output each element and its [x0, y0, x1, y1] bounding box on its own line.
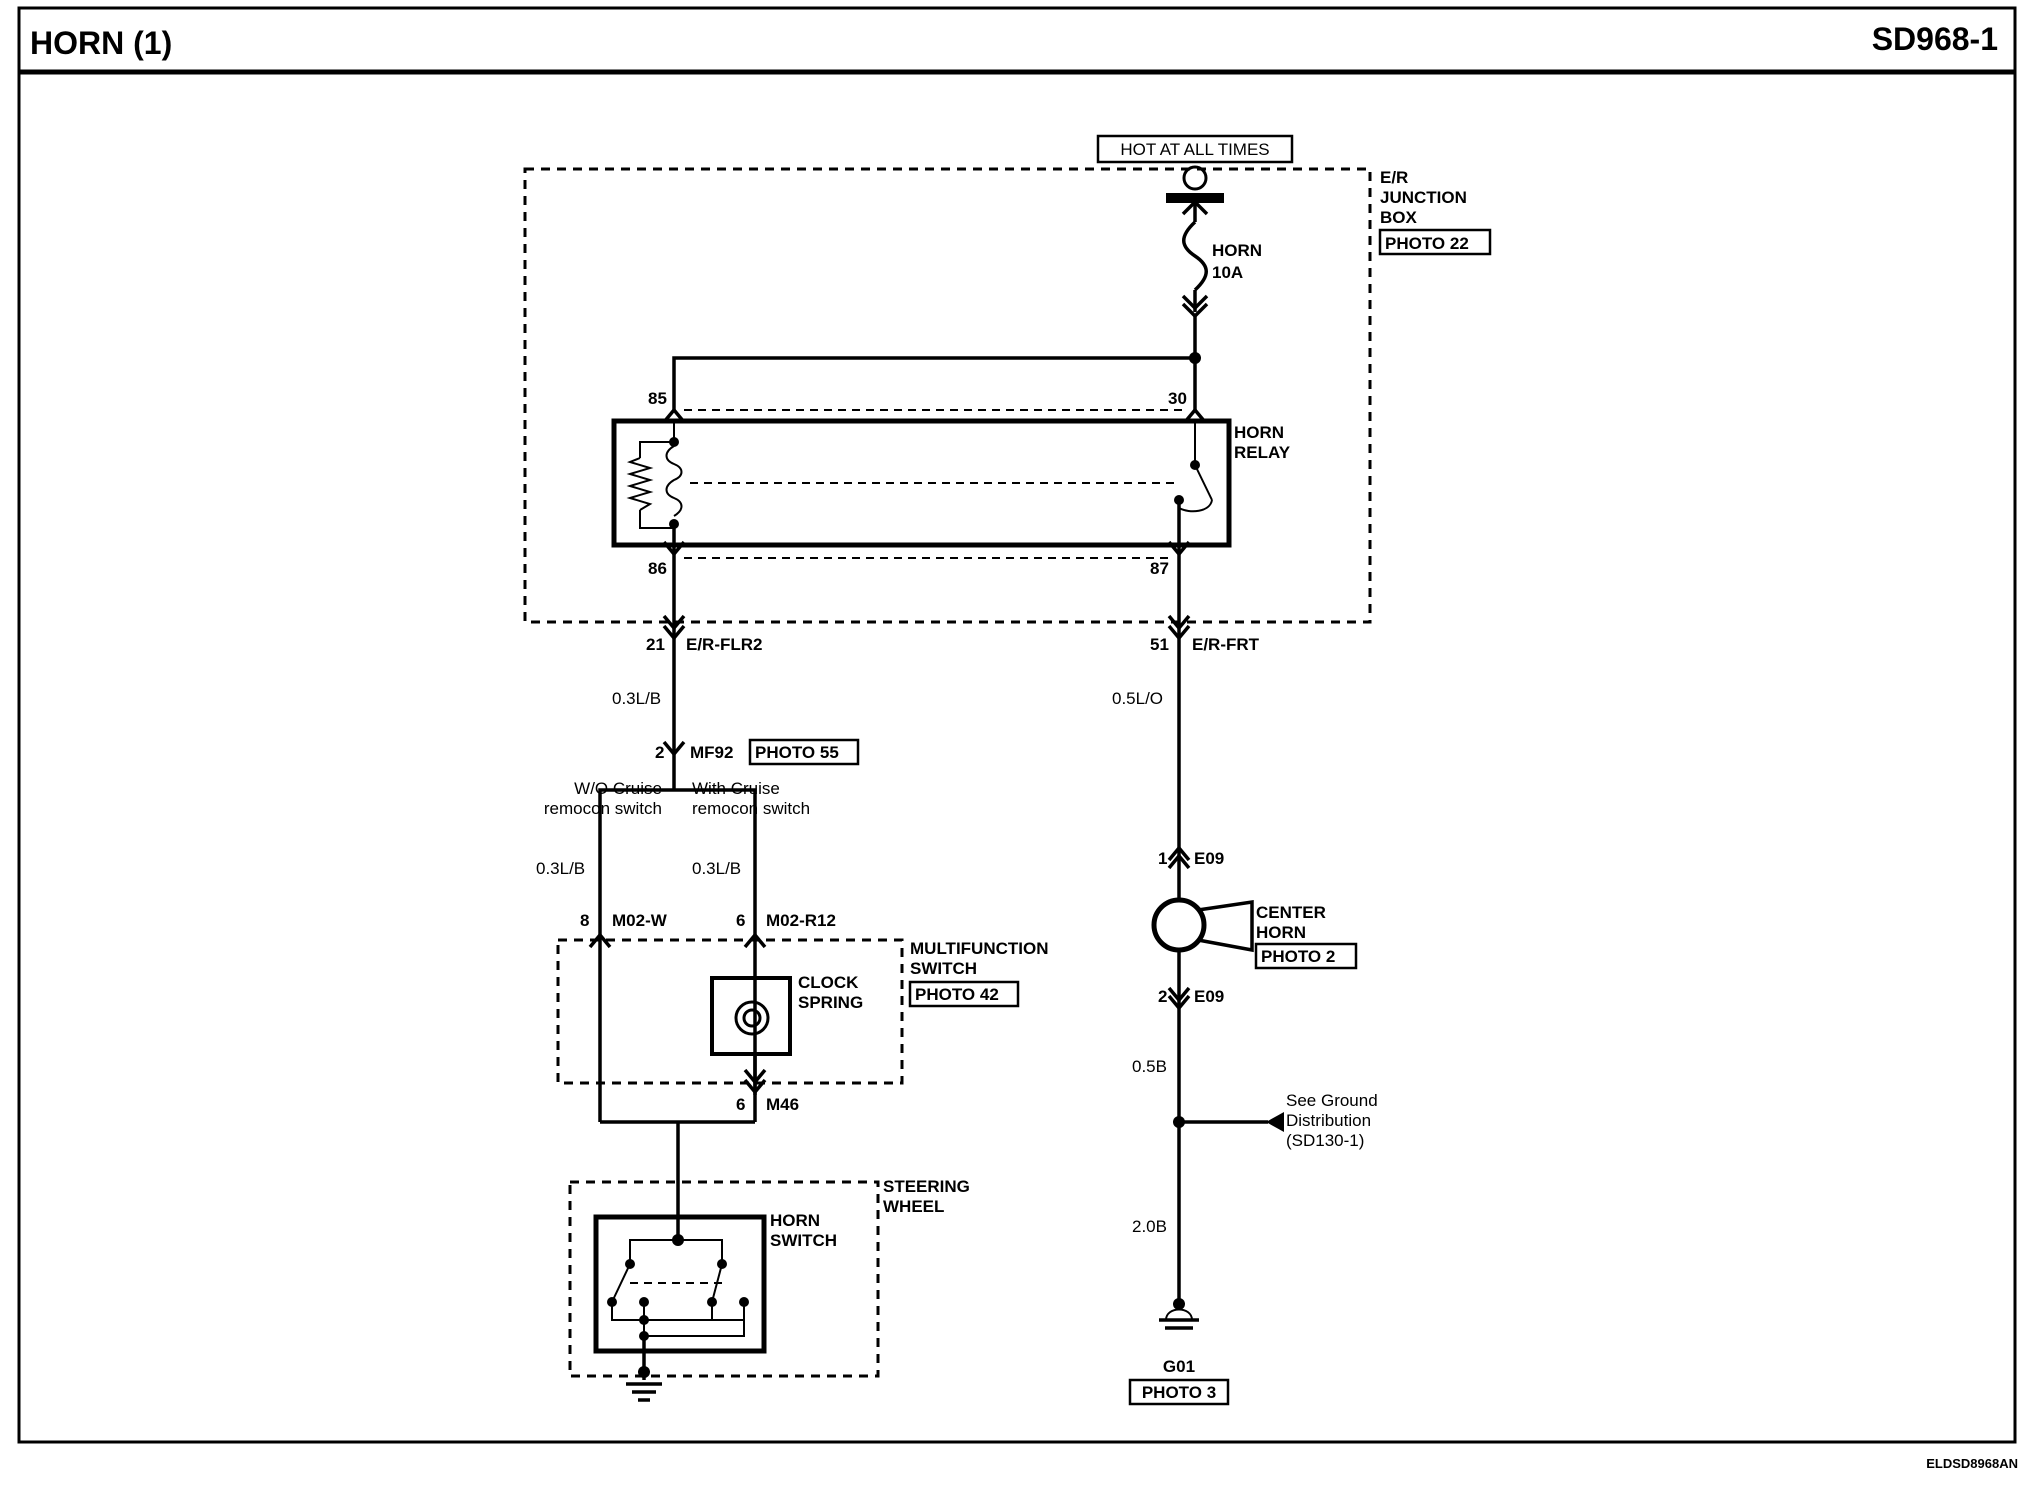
pin-51: 51 [1150, 635, 1169, 654]
relay-pin-85: 85 [648, 389, 667, 408]
ground-dist-1: See Ground [1286, 1091, 1378, 1110]
junction-box-boundary [523, 167, 1372, 624]
steering-label-1: STEERING [883, 1177, 970, 1196]
horn-switch-label-2: SWITCH [770, 1231, 837, 1250]
svg-text:BOX: BOX [1380, 208, 1418, 227]
horn-photo: PHOTO 2 [1261, 947, 1335, 966]
clock-spring-label-2: SPRING [798, 993, 863, 1012]
horn-relay: HORN RELAY 85 30 86 87 [611, 389, 1291, 578]
svg-text:E/R: E/R [1380, 168, 1408, 187]
pin-21: 21 [646, 635, 665, 654]
wire-0-5b: 0.5B [1132, 1057, 1167, 1076]
wire-2-0b: 2.0B [1132, 1217, 1167, 1236]
wire-0-3lb-left: 0.3L/B [536, 859, 585, 878]
pin-6-m02-r12: 6 [736, 911, 745, 930]
clock-spring-label-1: CLOCK [798, 973, 859, 992]
ground-photo: PHOTO 3 [1142, 1383, 1216, 1402]
relay-pin-30: 30 [1168, 389, 1187, 408]
wire-0-5lo: 0.5L/O [1112, 689, 1163, 708]
connector-m02-w: M02-W [612, 911, 668, 930]
right-branch-wiring [1167, 555, 1284, 1302]
mfs-label-1: MULTIFUNCTION [910, 939, 1049, 958]
connector-e09-top: E09 [1194, 849, 1224, 868]
horn-label-1: CENTER [1256, 903, 1326, 922]
pin-8: 8 [580, 911, 589, 930]
with-cruise-label-2: remocon switch [692, 799, 810, 818]
junction-box-photo: PHOTO 22 [1385, 234, 1469, 253]
horn-fuse: HORN 10A [1181, 199, 1262, 319]
photo-55: PHOTO 55 [755, 743, 839, 762]
power-source: HOT AT ALL TIMES [1096, 134, 1294, 203]
page-title: HORN (1) [30, 25, 172, 61]
horn-label-2: HORN [1256, 923, 1306, 942]
wire-0-3lb-right: 0.3L/B [692, 859, 741, 878]
mfs-label-2: SWITCH [910, 959, 977, 978]
multifunction-switch: MULTIFUNCTION SWITCH PHOTO 42 CLOCK SPRI… [556, 938, 1049, 1095]
relay-name-line2: RELAY [1234, 443, 1291, 462]
svg-text:JUNCTION: JUNCTION [1380, 188, 1467, 207]
page-code: SD968-1 [1872, 21, 1998, 57]
left-branch-wiring [588, 555, 767, 1240]
connector-mf92: MF92 [690, 743, 733, 762]
connector-er-frt: E/R-FRT [1192, 635, 1260, 654]
wo-cruise-label-1: W/O Cruise [574, 779, 662, 798]
with-cruise-label-1: With Cruise [692, 779, 780, 798]
steering-label-2: WHEEL [883, 1197, 944, 1216]
fuse-name: HORN [1212, 241, 1262, 260]
pin-6-m46: 6 [736, 1095, 745, 1114]
steering-wheel: STEERING WHEEL HORN SWITCH [568, 1177, 970, 1402]
connector-m02-r12: M02-R12 [766, 911, 836, 930]
ground-dist-2: Distribution [1286, 1111, 1371, 1130]
relay-name: HORN [1234, 423, 1284, 442]
relay-pin-87: 87 [1150, 559, 1169, 578]
pin-2-mf92: 2 [655, 743, 664, 762]
fuse-rating: 10A [1212, 263, 1243, 282]
connector-er-flr2: E/R-FLR2 [686, 635, 763, 654]
ground-name: G01 [1163, 1357, 1195, 1376]
ground-g01: G01 PHOTO 3 [1128, 1298, 1230, 1406]
connector-m46: M46 [766, 1095, 799, 1114]
power-label: HOT AT ALL TIMES [1120, 140, 1269, 159]
pin-2-e09: 2 [1158, 987, 1167, 1006]
wire-0-3lb-top: 0.3L/B [612, 689, 661, 708]
horn-switch-label-1: HORN [770, 1211, 820, 1230]
mfs-photo: PHOTO 42 [915, 985, 999, 1004]
relay-pin-86: 86 [648, 559, 667, 578]
pin-1-e09: 1 [1158, 849, 1167, 868]
center-horn: CENTER HORN PHOTO 2 [1151, 897, 1358, 970]
ground-dist-3: (SD130-1) [1286, 1131, 1364, 1150]
junction-box-label: E/R JUNCTION BOX PHOTO 22 [1378, 168, 1492, 256]
page-frame [17, 6, 2017, 1444]
wo-cruise-label-2: remocon switch [544, 799, 662, 818]
relay-feed-wire [672, 316, 1197, 412]
connector-e09-bottom: E09 [1194, 987, 1224, 1006]
footer-code: ELDSD8968AN [1926, 1456, 2018, 1471]
